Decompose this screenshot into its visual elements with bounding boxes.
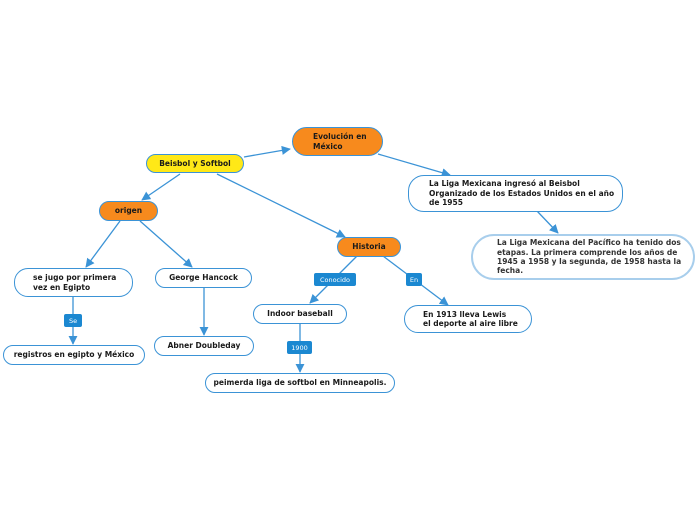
node-indoor-text: Indoor baseball [267,309,333,319]
node-liga-pacifico[interactable]: La Liga Mexicana del Pacífico ha tenido … [471,234,695,280]
node-liga-mexicana[interactable]: La Liga Mexicana ingresó al Beisbol Orga… [408,175,623,212]
node-indoor-baseball[interactable]: Indoor baseball [253,304,347,324]
node-egipto[interactable]: se jugo por primera vez en Egipto [14,268,133,297]
edge-beisbol-historia [216,173,346,238]
node-george-hancock[interactable]: George Hancock [155,268,252,288]
edge-liga-pacifico [536,210,559,234]
node-liga-pacifico-text: La Liga Mexicana del Pacífico ha tenido … [497,238,682,276]
label-en[interactable]: En [406,273,422,286]
node-minneapolis[interactable]: peimerda liga de softbol en Minneapolis. [205,373,395,393]
label-conocido[interactable]: Conocido [314,273,356,286]
label-1900[interactable]: 1900 [287,341,312,354]
node-lewis[interactable]: En 1913 lleva Lewis el deporte al aire l… [404,305,532,333]
node-registros-text: registros en egipto y México [13,350,135,360]
node-beisbol-y-softbol[interactable]: Beisbol y Softbol [146,154,244,173]
node-evolucion-en-mexico[interactable]: Evolución en México [292,127,383,156]
node-historia-text: Historia [352,242,386,252]
edge-origen-egipto [85,220,121,268]
edge-evolucion-liga [377,153,451,178]
edge-beisbol-origen [141,173,181,201]
node-minneapolis-text: peimerda liga de softbol en Minneapolis. [213,378,387,388]
label-se[interactable]: Se [64,314,82,327]
node-origen-text: origen [114,206,143,216]
node-abner-doubleday[interactable]: Abner Doubleday [154,336,254,356]
node-beisbol-text: Beisbol y Softbol [159,158,231,168]
node-lewis-text: En 1913 lleva Lewis el deporte al aire l… [423,309,518,328]
node-origen[interactable]: origen [99,201,158,221]
node-liga-mexicana-text: La Liga Mexicana ingresó al Beisbol Orga… [429,179,615,208]
node-egipto-text: se jugo por primera vez en Egipto [33,273,117,292]
node-hancock-text: George Hancock [169,273,238,283]
node-historia[interactable]: Historia [337,237,401,257]
node-registros[interactable]: registros en egipto y México [3,345,145,365]
edge-origen-hancock [139,220,193,268]
edge-beisbol-evolucion [243,145,291,158]
node-doubleday-text: Abner Doubleday [167,341,241,351]
node-evolucion-text: Evolución en México [313,132,367,151]
